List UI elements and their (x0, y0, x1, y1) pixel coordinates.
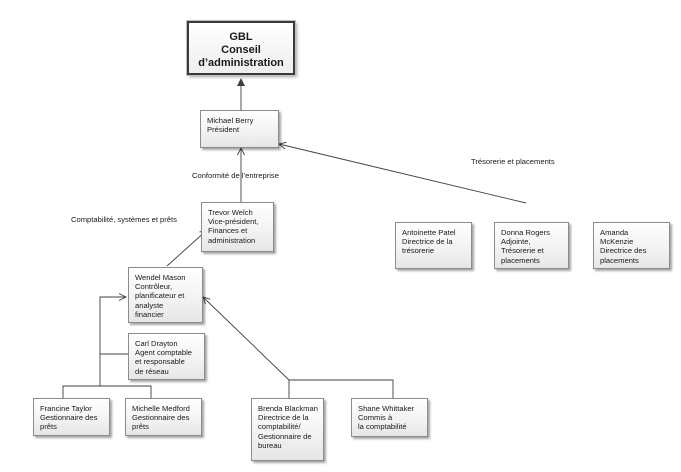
president-node: Michael Berry Président (200, 110, 279, 148)
treasury-assistant-node: Donna Rogers Adjointe, Trésorerie et pla… (494, 222, 569, 269)
edge-label-treasury: Trésorerie et placements (471, 157, 555, 166)
edge-mason-to-welch (166, 230, 207, 267)
edge-loans-group-to-mason (99, 297, 126, 386)
edge-accounting-group-to-mason (288, 379, 394, 398)
investments-director-node: Amanda McKenzie Directrice des placement… (593, 222, 670, 269)
edge-accounting-to-mason (203, 297, 290, 381)
edge-label-compliance: Conformité de l’entreprise (192, 171, 279, 180)
loans-manager-taylor-node: Francine Taylor Gestionnaire des prêts (33, 398, 110, 436)
accountant-node: Carl Drayton Agent comptable et responsa… (128, 333, 205, 380)
edge-bottom-left-group (62, 385, 152, 398)
controller-node: Wendel Mason Contrôleur, planificateur e… (128, 267, 203, 323)
loans-manager-medford-node: Michelle Medford Gestionnaire des prêts (125, 398, 202, 436)
vp-finance-node: Trevor Welch Vice-président, Finances et… (201, 202, 274, 252)
board-node: GBL Conseil d’administration (187, 21, 295, 75)
edge-treasury-to-berry (279, 144, 527, 204)
accounting-clerk-node: Shane Whittaker Commis à la comptabilité (351, 398, 428, 437)
treasury-director-node: Antoinette Patel Directrice de la trésor… (395, 222, 472, 269)
edge-label-accounting: Comptabilité, systèmes et prêts (71, 215, 177, 224)
accounting-director-node: Brenda Blackman Directrice de la comptab… (251, 398, 324, 461)
